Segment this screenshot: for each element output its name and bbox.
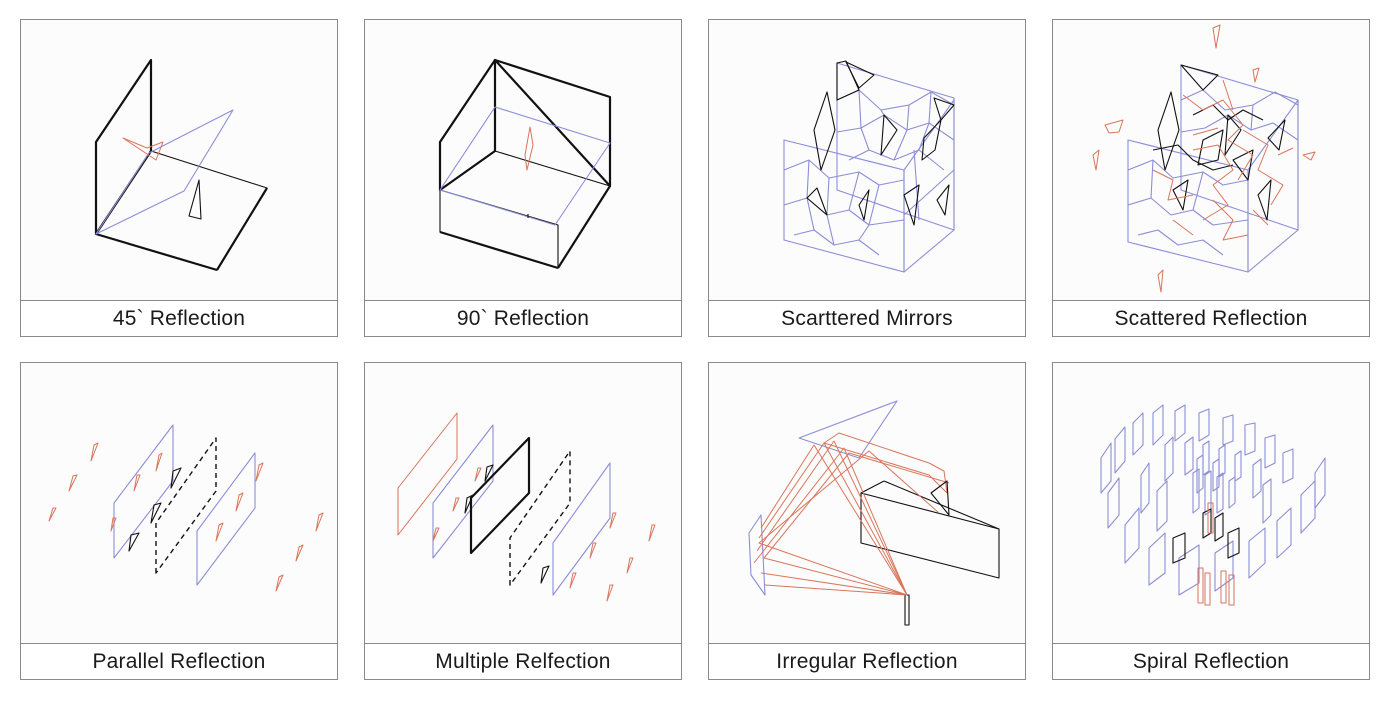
panel-caption: Parallel Reflection (21, 643, 337, 679)
panel-caption: Scarttered Mirrors (709, 300, 1025, 336)
diagram-45-reflection (94, 58, 268, 272)
panel-90-reflection: 90` Reflection (364, 19, 682, 337)
panel-scattered-mirrors: Scarttered Mirrors (708, 19, 1026, 337)
panel-caption: Scattered Reflection (1053, 300, 1369, 336)
diagram-multiple-reflection (397, 412, 656, 602)
panel-spiral-reflection: Spiral Reflection (1052, 362, 1370, 680)
panel-irregular-reflection: Irregular Reflection (708, 362, 1026, 680)
diagram-90-reflection (438, 58, 612, 270)
panel-parallel-reflection: Parallel Reflection (20, 362, 338, 680)
diagram-parallel-reflection (48, 424, 324, 592)
panel-45-reflection: 45` Reflection (20, 19, 338, 337)
panel-caption: Multiple Relfection (365, 643, 681, 679)
diagram-scattered-mirrors (783, 60, 955, 273)
panel-caption: Irregular Reflection (709, 643, 1025, 679)
diagram-scattered-reflection (1092, 24, 1316, 293)
panel-caption: 45` Reflection (21, 300, 337, 336)
panel-multiple-reflection: Multiple Relfection (364, 362, 682, 680)
diagram-spiral-reflection (1100, 404, 1326, 606)
panel-caption: 90` Reflection (365, 300, 681, 336)
panel-caption: Spiral Reflection (1053, 643, 1369, 679)
panel-scattered-reflection: Scattered Reflection (1052, 19, 1370, 337)
diagram-irregular-reflection (748, 400, 1000, 626)
